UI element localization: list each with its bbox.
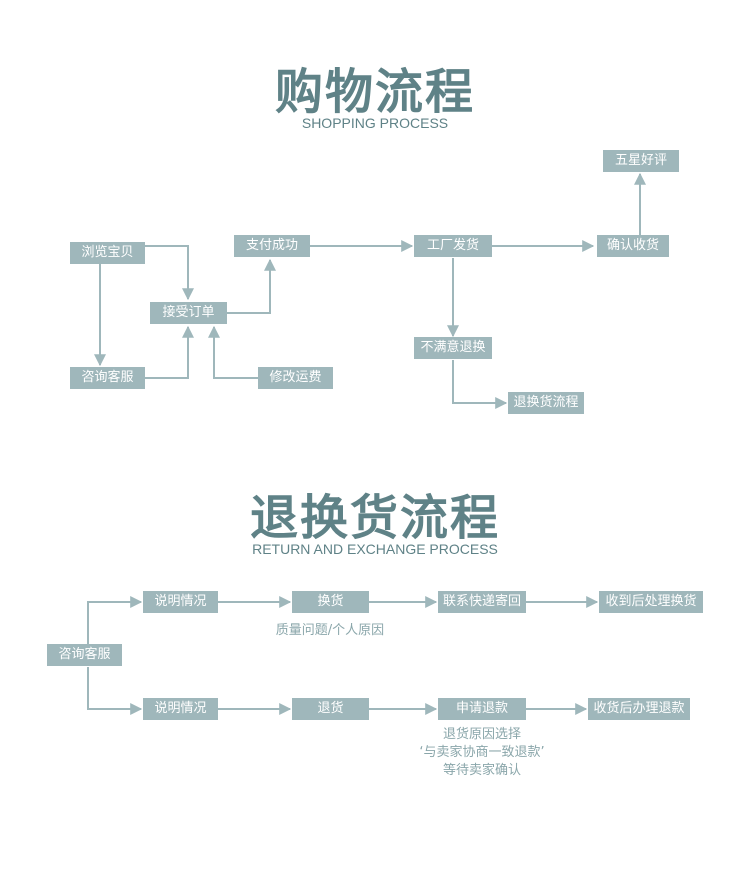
arrow-consult-to-accept [145, 325, 194, 379]
arrow-unsatisfied-to-return [452, 360, 508, 409]
arrow-consult-to-explain-2 [87, 667, 143, 715]
note-refund-line2: ‘与卖家协商一致退款’ [419, 745, 545, 760]
node-explain-2: 说明情况 [143, 698, 218, 720]
arrow-browse-to-accept [145, 245, 194, 301]
node-browse: 浏览宝贝 [70, 242, 145, 264]
note-exchange-reason: 质量问题/个人原因 [275, 623, 385, 638]
node-exchange: 换货 [292, 591, 369, 613]
node-modify-shipping: 修改运费 [258, 367, 333, 389]
node-five-star: 五星好评 [603, 150, 679, 172]
returns-title: 退换货流程 [249, 490, 500, 546]
node-refund-goods: 退货 [292, 698, 369, 720]
note-refund-line1: 退货原因选择 [442, 727, 521, 742]
note-refund-line3: 等待卖家确认 [442, 763, 521, 778]
node-explain-1: 说明情况 [143, 591, 218, 613]
node-return-flow: 退换货流程 [508, 392, 584, 414]
node-ship: 工厂发货 [414, 235, 492, 257]
node-returns-consult: 咨询客服 [47, 644, 122, 666]
node-receive-refund: 收货后办理退款 [588, 698, 690, 720]
shopping-subtitle: SHOPPING PROCESS [301, 115, 449, 131]
returns-subtitle: RETURN AND EXCHANGE PROCESS [252, 541, 498, 557]
node-accept-order: 接受订单 [150, 302, 227, 324]
node-apply-refund: 申请退款 [438, 698, 526, 720]
node-ship-back: 联系快递寄回 [438, 591, 526, 613]
shopping-title: 购物流程 [274, 64, 475, 120]
arrow-consult-to-explain-1 [87, 596, 143, 644]
node-confirm: 确认收货 [597, 235, 669, 257]
node-unsatisfied: 不满意退换 [414, 337, 492, 359]
arrow-accept-to-pay [227, 258, 276, 314]
node-receive-exchange: 收到后处理换货 [599, 591, 703, 613]
arrow-modify-to-accept [208, 325, 258, 379]
node-consult: 咨询客服 [70, 367, 145, 389]
node-pay: 支付成功 [234, 235, 310, 257]
